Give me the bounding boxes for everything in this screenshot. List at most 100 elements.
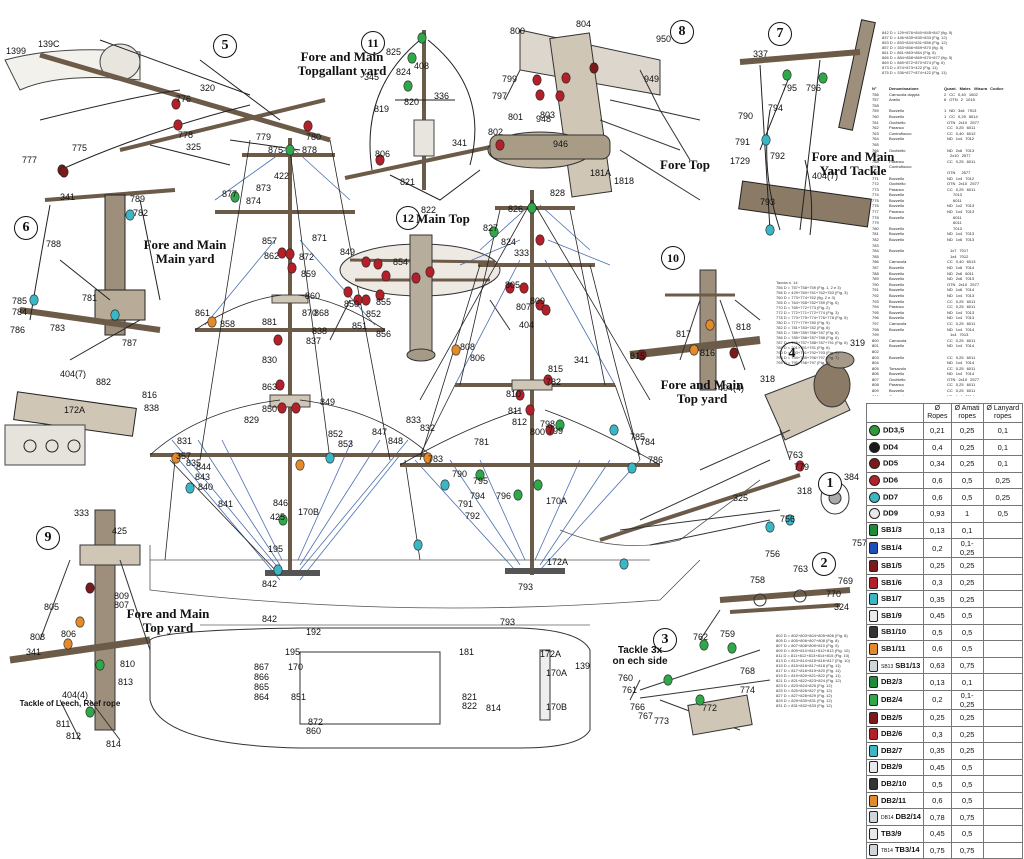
rigging-block-28 xyxy=(273,334,283,346)
spec-cell: 7013 xyxy=(965,237,975,243)
legend-header-code xyxy=(866,403,924,423)
part-number-870: 870 xyxy=(302,308,318,318)
rigging-block-54 xyxy=(541,304,551,316)
rigging-block-58 xyxy=(543,374,553,386)
legend-code: DB2/5 xyxy=(881,712,903,722)
part-number-759: 759 xyxy=(720,629,736,639)
part-number-824b: 824 xyxy=(501,237,517,247)
spec-cell: 792 xyxy=(872,292,879,298)
part-number-824: 824 xyxy=(396,67,412,77)
part-number-806c: 806 xyxy=(61,629,77,639)
part-number-404a: 404(7) xyxy=(812,171,839,181)
legend-code-cell: SB1/5 xyxy=(866,557,924,575)
spec-cell: 2x6 xyxy=(955,276,963,282)
legend-ropes-cell: 0,13 xyxy=(922,673,952,691)
spec-cell: 778 xyxy=(872,214,879,220)
rigging-block-34 xyxy=(273,564,283,576)
legend-lanyard-cell xyxy=(982,606,1024,625)
part-number-828: 828 xyxy=(550,188,566,198)
bottom_list-line: 802 D = 802+803+804+805+806 (Fig. 8) xyxy=(776,633,848,638)
spec-list-row: 802 xyxy=(872,349,1022,355)
legend-amati-cell: 1 xyxy=(950,504,984,523)
rigging-block-56 xyxy=(515,389,525,401)
bottom_list-line: 815 D = 815+816+817+818 (Fig. 11) xyxy=(776,663,841,668)
spec-cell: Paranco xyxy=(889,186,904,192)
tavola_list-line: 790 D = 793+791+792+793 (Fig. 7) xyxy=(776,350,839,355)
spec-cell: 6011 xyxy=(966,365,976,371)
legend-lanyard-cell xyxy=(982,673,1024,691)
top_list-line: 837 D = 446+839+830+833 (Fig. 12) xyxy=(882,35,947,40)
spec-cell: 7013 xyxy=(965,231,975,237)
legend-ropes-cell: 0,2 xyxy=(922,689,952,710)
spec-cell: 787 xyxy=(872,265,879,270)
block-swatch-icon xyxy=(869,693,878,706)
legend-code-cell: DB2/10 xyxy=(866,775,924,793)
rigging-block-20 xyxy=(29,294,39,306)
spec-cell: 1x6 xyxy=(955,265,963,270)
part-number-172a: 172A xyxy=(64,405,86,415)
part-number-425b: 425 xyxy=(112,526,128,536)
spec-cell: OTN xyxy=(947,181,956,187)
legend-lanyard-cell xyxy=(982,521,1024,540)
spec-cell: 0,25 xyxy=(955,320,964,326)
bottom_list-line: 827 D = 827+828+829 (Fig. 12) xyxy=(776,693,832,698)
legend-code-cell: SB1/9 xyxy=(866,606,924,625)
main-mast-rigging xyxy=(399,190,661,575)
title-fore-main-main-yard: Fore and Main Main yard xyxy=(143,237,227,266)
rigging-block-2 xyxy=(173,119,183,131)
spec-cell: Bozzello xyxy=(889,175,905,181)
spec-cell: 7013 xyxy=(965,276,975,282)
spec-cell: 764 xyxy=(872,136,879,142)
spec-cell: 768 xyxy=(872,158,879,164)
part-number-777: 777 xyxy=(22,155,38,165)
block-swatch-icon xyxy=(869,811,878,824)
block-swatch-icon xyxy=(869,491,880,503)
legend-header-amati: Ø Amati ropes xyxy=(950,403,984,423)
part-number-786b: 786 xyxy=(648,455,664,465)
bottom_list-line: 807 D = 807+808+809+810 (Fig. 9) xyxy=(776,643,839,648)
spec-cell: 757 xyxy=(872,97,879,103)
legend-code: DD7 xyxy=(883,492,899,502)
spec-cell: 7012 xyxy=(959,253,969,259)
rigging-block-19 xyxy=(125,209,135,221)
spec-cell: 810 xyxy=(872,394,886,396)
legend-amati-cell: 0,5 xyxy=(950,623,984,642)
part-number-794b: 794 xyxy=(470,491,486,501)
fig-number-8: 8 xyxy=(670,20,694,44)
legend-code: DD5 xyxy=(883,458,899,468)
title-tackle-3x: Tackle 3x on ech side xyxy=(612,645,668,667)
title-fore-main-top-yard-right: Fore and Main Top yard xyxy=(660,377,744,406)
spec-cell: 809 xyxy=(872,388,879,394)
rigging-block-55 xyxy=(451,344,461,356)
part-number-325: 325 xyxy=(186,142,202,152)
part-number-422: 422 xyxy=(274,171,290,181)
spec-header-mater: Mater. xyxy=(959,86,972,91)
tavola_list-line: 778 D = 773+775+774+776+778 (Fig. 5) xyxy=(776,315,848,320)
part-number-822: 822 xyxy=(421,205,437,215)
part-number-408: 408 xyxy=(414,61,430,71)
legend-amati-cell: 0,75 xyxy=(950,841,984,859)
spec-cell: 6013 xyxy=(966,259,976,265)
legend-ropes-cell: 0,6 xyxy=(922,488,952,506)
spec-cell: 788 xyxy=(872,270,879,276)
spec-cell: 1x4 xyxy=(955,315,963,321)
part-number-882: 882 xyxy=(96,377,112,387)
legend-lanyard-cell xyxy=(982,689,1024,710)
part-number-862: 862 xyxy=(264,251,280,261)
part-number-756b: 756 xyxy=(765,549,781,559)
spec-cell: 7013 xyxy=(965,147,975,153)
legend-code-cell: DB2/4 xyxy=(866,689,924,710)
part-number-851b: 851 xyxy=(291,692,307,702)
rigging-block-78 xyxy=(663,674,673,686)
spec-cell: 6011 xyxy=(966,382,976,388)
part-number-800b: 800 xyxy=(530,427,546,437)
tavola_list-line: 770 D = 765+772+773 (Fig. 2) xyxy=(776,305,830,310)
spec-cell: 779 xyxy=(872,220,879,226)
